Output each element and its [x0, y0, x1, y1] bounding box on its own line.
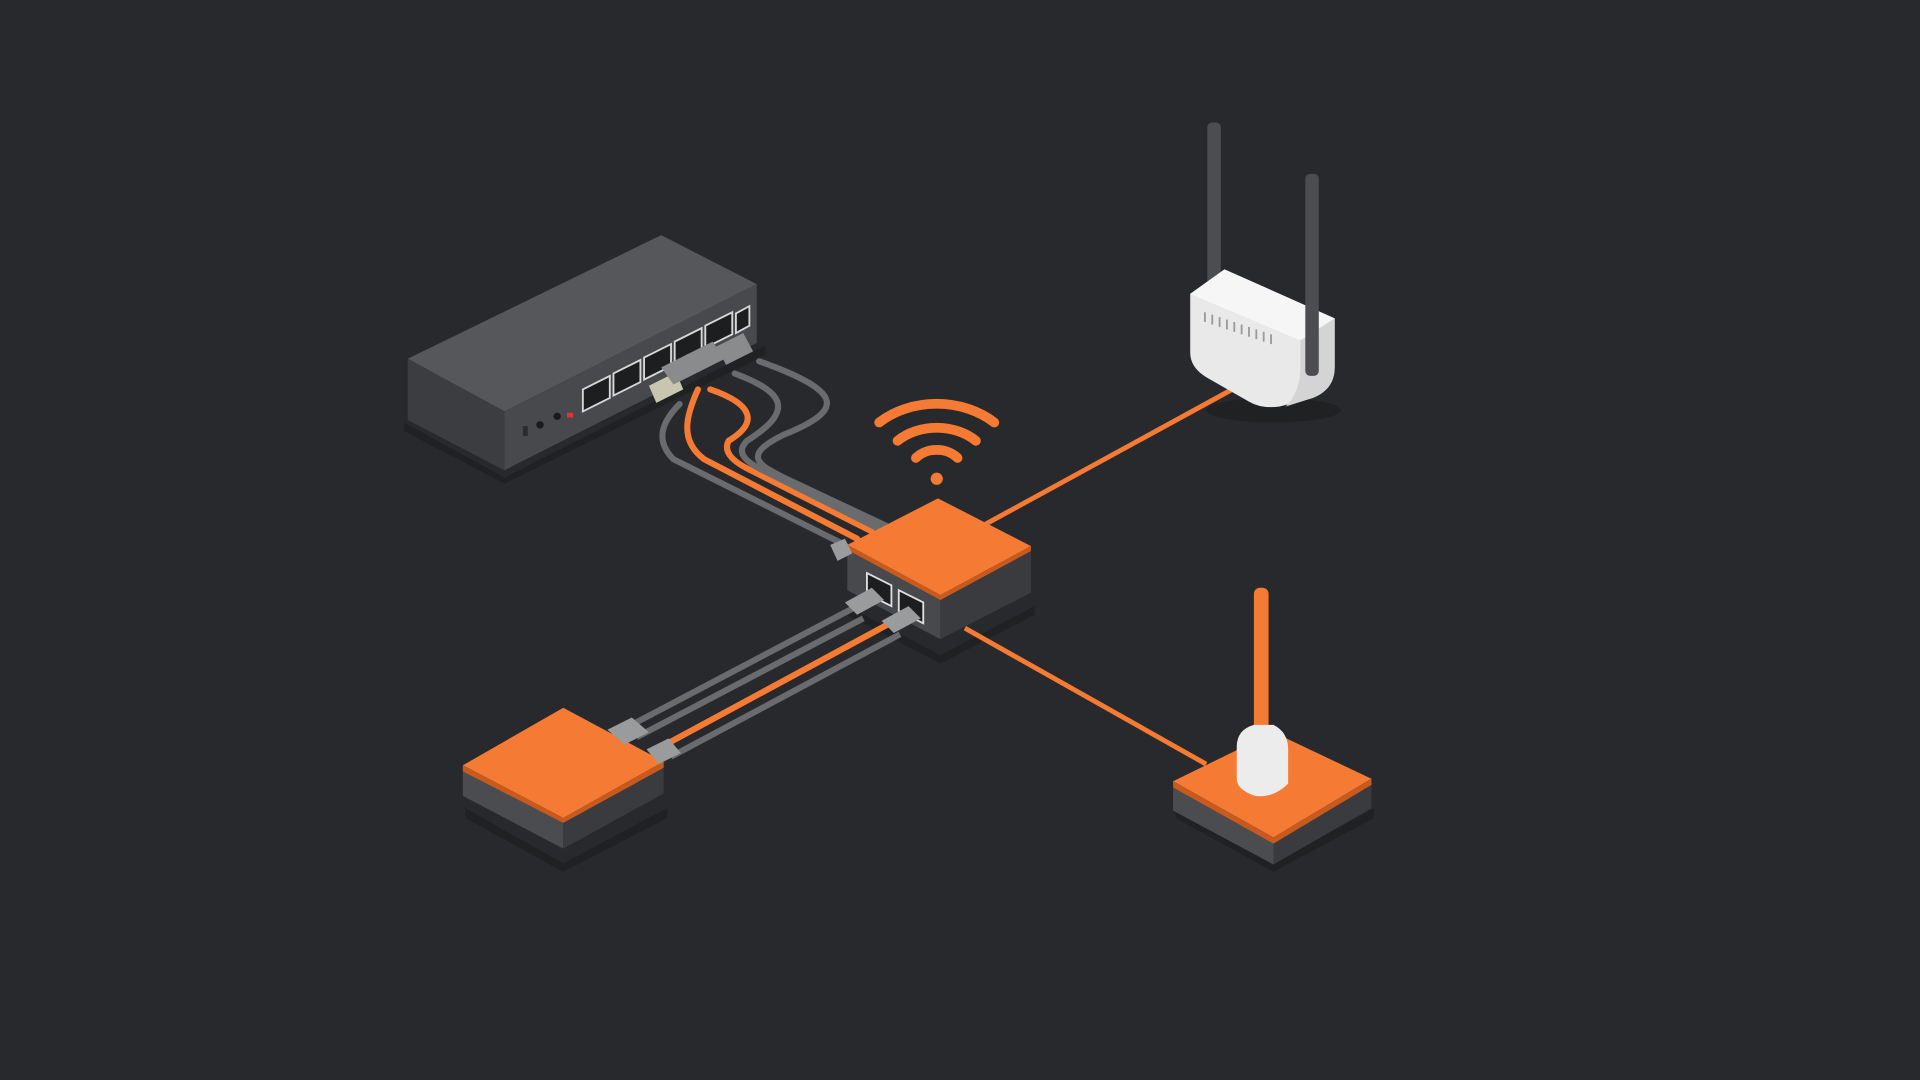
port-2	[612, 358, 642, 397]
cable-gray-4	[623, 603, 859, 732]
cable-orange-3	[659, 621, 890, 750]
hub-top	[847, 498, 1032, 596]
cable-gray-3	[755, 358, 891, 530]
switch-top	[407, 235, 757, 412]
switch-left-face	[407, 358, 505, 471]
antenna-base	[1236, 724, 1289, 797]
cables-switch-to-hub	[659, 358, 891, 548]
wifi-icon	[874, 398, 1000, 485]
link-hub-router	[984, 384, 1238, 527]
hub-right-face	[940, 546, 1032, 640]
cable-orange-1	[684, 386, 861, 542]
cable-orange-2	[707, 386, 875, 535]
central-hub	[830, 498, 1032, 640]
shadows	[404, 345, 1374, 872]
cable-gray-1	[659, 401, 848, 548]
port-1	[581, 374, 611, 413]
left-pad-plugs	[607, 717, 681, 765]
link-hub-right-pad	[963, 626, 1208, 767]
wireless-router	[1190, 122, 1335, 408]
network-switch	[407, 235, 757, 471]
cable-gray-6	[669, 631, 902, 760]
port-6	[735, 304, 751, 335]
right-access-pad	[1173, 587, 1372, 865]
cable-gray-5	[635, 615, 865, 740]
rj45-plugs	[648, 333, 754, 403]
wireless-links	[963, 384, 1238, 767]
orange-antenna	[1253, 587, 1269, 741]
hub-plugs	[830, 538, 921, 634]
port-5	[704, 310, 734, 350]
left-access-pad	[462, 707, 681, 849]
cables-hub-to-left-pad	[623, 603, 902, 760]
router-vents	[1203, 312, 1272, 345]
cable-gray-2	[731, 370, 883, 533]
antenna-right	[1305, 173, 1319, 376]
switch-indicators	[522, 412, 574, 436]
antenna-left	[1207, 122, 1221, 294]
